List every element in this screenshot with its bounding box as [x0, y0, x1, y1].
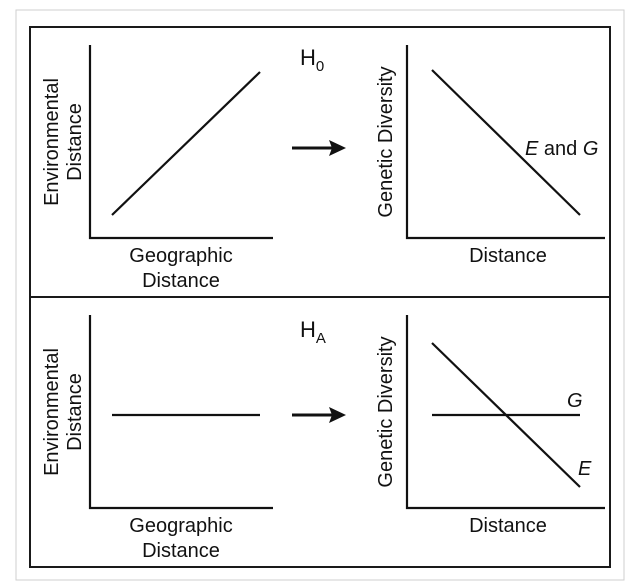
null-hypothesis-sub: 0 [316, 58, 324, 75]
null-left-y-label-2: Distance [64, 103, 86, 181]
null-left-x-label-1: Geographic [129, 245, 232, 267]
null-arrow-icon [292, 140, 346, 156]
alt-left-x-label-1: Geographic [129, 515, 232, 537]
null-line-label-g: G [583, 138, 599, 160]
alt-g-label: G [567, 390, 583, 412]
alt-e-label: E [578, 458, 592, 480]
null-right-y-label: Genetic Diversity [375, 66, 397, 217]
null-right-x-label: Distance [469, 245, 547, 267]
null-hypothesis-main: H [300, 45, 316, 70]
null-line-label-e: E [525, 138, 539, 160]
alt-left-x-label-2: Distance [142, 540, 220, 562]
panel-alternative-frame [29, 296, 611, 568]
alt-left-axes [88, 315, 273, 510]
alt-right-y-label: Genetic Diversity [375, 336, 397, 487]
null-left-x-label-2: Distance [142, 270, 220, 292]
panel-null: Environmental Distance Geographic Distan… [41, 45, 605, 292]
null-hypothesis-label: H0 [300, 45, 324, 75]
outer-border [15, 9, 625, 581]
alt-hypothesis-label: HA [300, 317, 326, 347]
alt-hypothesis-sub: A [316, 330, 326, 347]
null-left-y-label-1: Environmental [41, 78, 63, 206]
null-line-label: E and G [525, 138, 598, 160]
alt-arrow-icon [292, 407, 346, 423]
alt-right-x-label: Distance [469, 515, 547, 537]
alt-hypothesis-main: H [300, 317, 316, 342]
null-line-label-and: and [538, 138, 582, 160]
null-environmental-line [111, 71, 261, 216]
null-diversity-line [431, 69, 581, 216]
alt-e-line [431, 342, 581, 488]
alt-left-y-label-2: Distance [64, 373, 86, 451]
panel-alternative: Environmental Distance Geographic Distan… [41, 315, 605, 562]
alt-right-axes [405, 315, 605, 510]
null-right-axes [405, 45, 605, 240]
alt-left-y-label-1: Environmental [41, 348, 63, 476]
null-left-axes [88, 45, 273, 240]
